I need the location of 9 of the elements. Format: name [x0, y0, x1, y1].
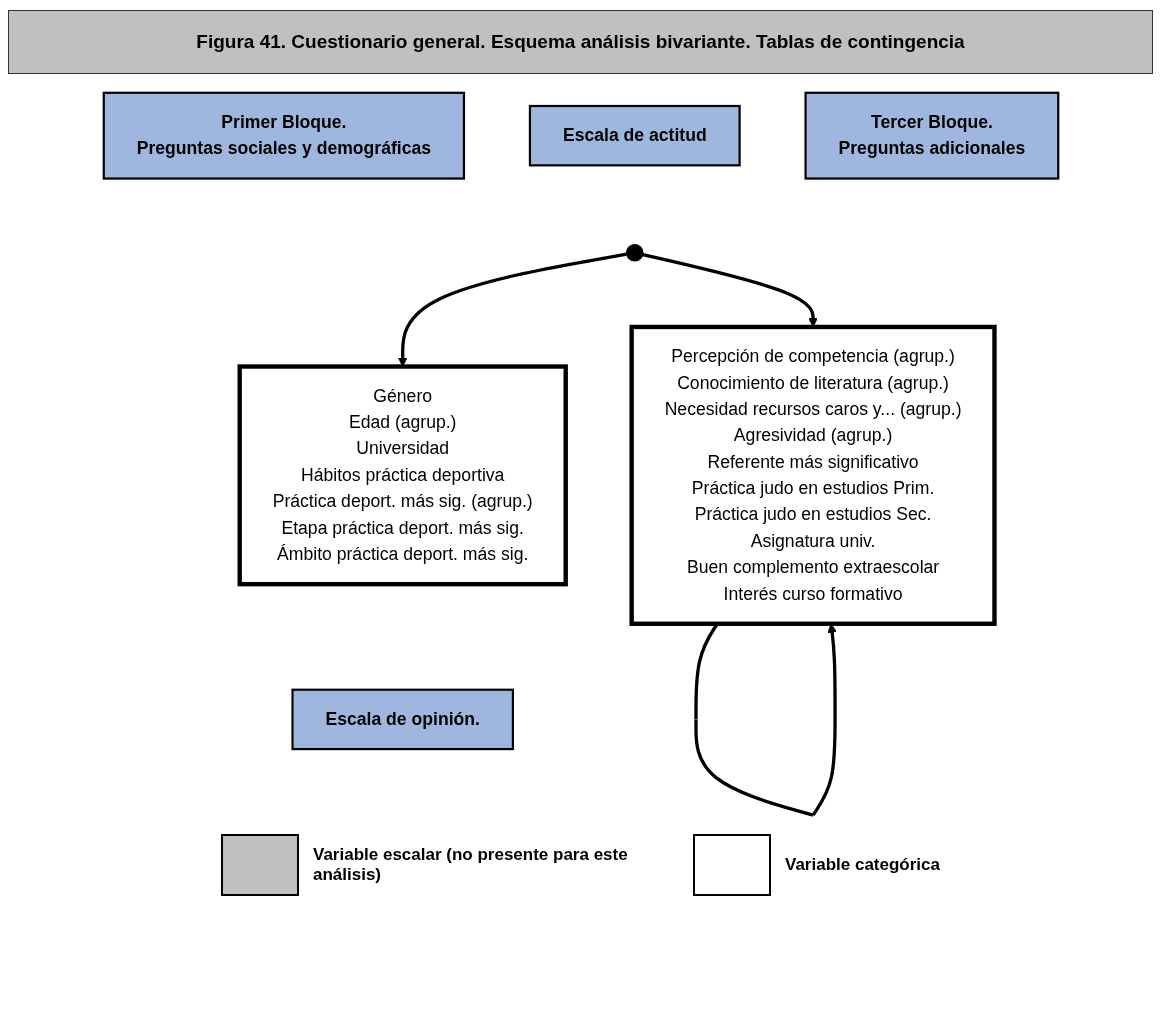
node-box: Género Edad (agrup.) Universidad Hábitos práctica deportiva Práctica deport. más sig. (agrup.) Etapa práctica deport. más sig. Ámbito práctica deport. más sig. [237, 364, 568, 587]
node-box: Escala de opinión. [290, 688, 514, 751]
node-box: Primer Bloque. Preguntas sociales y demográficas [102, 91, 465, 180]
figure-title: Figura 41. Cuestionario general. Esquema análisis bivariante. Tablas de contingencia [8, 10, 1153, 74]
legend-text: Variable escalar (no presente para este análisis) [313, 845, 629, 885]
node-box: Percepción de competencia (agrup.) Conocimiento de literatura (agrup.) Necesidad recursos caros y... (agrup.) Agresividad (agrup.) Referente más significativo Práctica judo en estudios Prim. Práctica judo en estudios Sec. Asignatura univ. Buen complemento extraescolar Interés curso formativo [628, 324, 997, 626]
legend-text: Variable categórica [785, 855, 940, 875]
node-box: Escala de actitud [528, 104, 741, 167]
node-box: Tercer Bloque. Preguntas adicionales [803, 91, 1059, 180]
